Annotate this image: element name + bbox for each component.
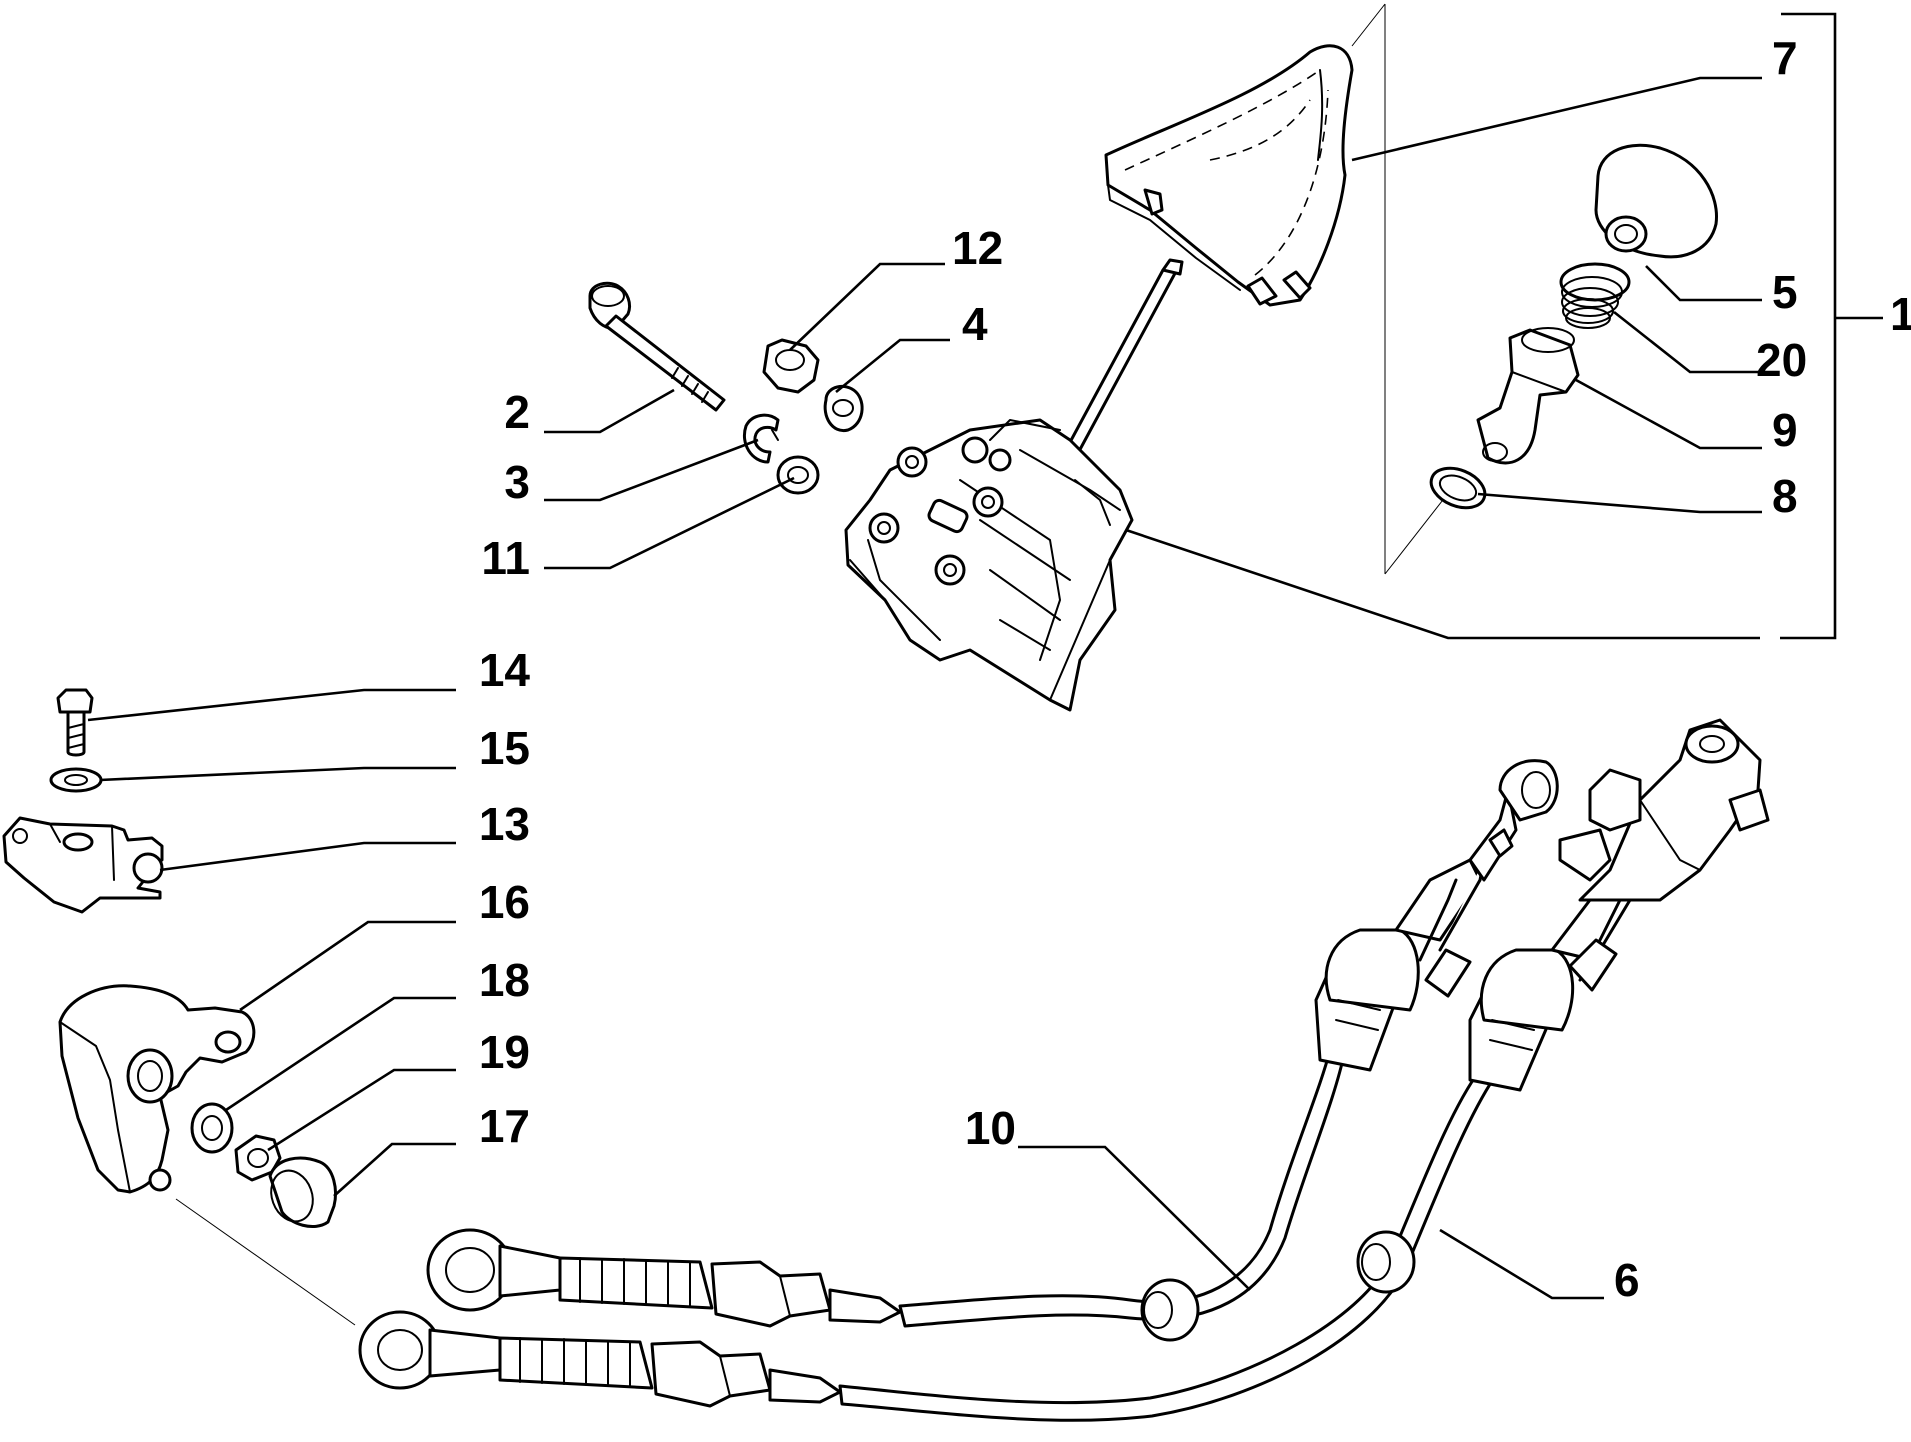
part-7-lever-boot [1104,44,1354,307]
part-13-bracket [2,816,164,914]
callout-2: 2 [504,386,530,438]
part-14-bolt [56,688,94,757]
callout-19: 19 [479,1026,530,1078]
leader-lines [87,76,1762,1300]
part-shift-lever-rod [1053,258,1184,472]
callout-16: 16 [479,876,530,928]
part-15-washer [49,767,103,793]
part-10-cable [426,759,1559,1342]
callout-14: 14 [479,644,531,696]
callout-10: 10 [965,1102,1016,1154]
part-17-bush [268,1156,337,1228]
callout-1: 1 [1890,288,1911,340]
callout-18: 18 [479,954,530,1006]
part-3-spring-washer [743,413,780,464]
callout-13: 13 [479,798,530,850]
part-4-washer [823,384,864,433]
part-11-washer [776,455,820,495]
callout-15: 15 [479,722,530,774]
callout-8: 8 [1772,470,1798,522]
part-2-bolt [588,281,726,412]
part-6-cable [358,718,1770,1422]
callout-12: 12 [952,222,1003,274]
callout-labels: 1 7 5 20 9 8 12 4 2 3 11 14 15 13 16 18 … [479,32,1911,1306]
group-bracket-1 [1780,12,1883,640]
callout-20: 20 [1756,334,1807,386]
callout-11: 11 [481,532,530,584]
callout-4: 4 [962,298,988,350]
callout-7: 7 [1772,32,1798,84]
callout-9: 9 [1772,404,1798,456]
callout-17: 17 [479,1100,530,1152]
part-9-lever-pin [1476,327,1580,465]
callout-6: 6 [1614,1254,1640,1306]
callout-5: 5 [1772,266,1798,318]
part-5-gear-knob [1594,143,1718,259]
part-20-spring [1559,262,1631,329]
part-8-o-ring [1429,466,1487,510]
part-12-nut [762,338,820,394]
callout-3: 3 [504,456,530,508]
part-18-washer [190,1102,234,1154]
part-shift-housing [844,418,1134,712]
assembly-guide-lines [175,3,1447,1326]
part-16-lever-arm [58,984,256,1194]
